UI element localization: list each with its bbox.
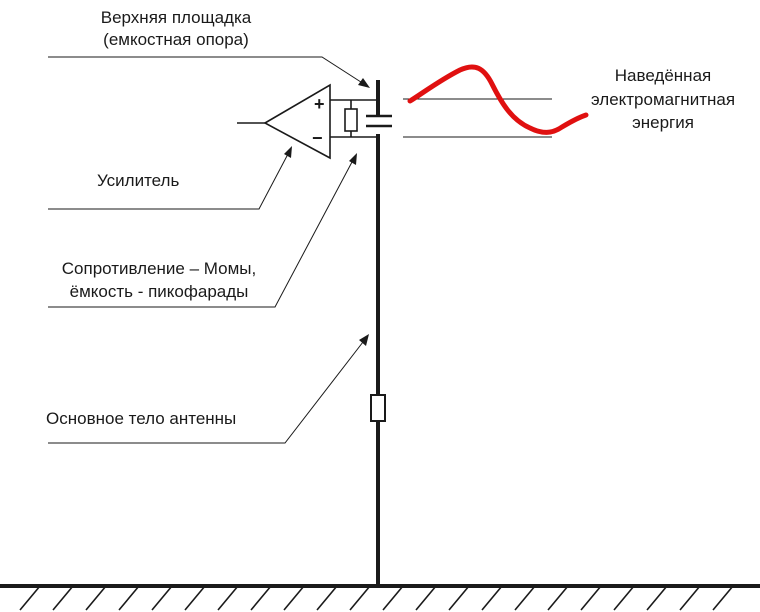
ground-hatch-mark xyxy=(415,585,437,611)
label-resistance-line1: Сопротивление – Момы, xyxy=(62,259,256,278)
arrowhead-resistance xyxy=(349,153,357,165)
leader-top-platform xyxy=(48,56,365,85)
ground-hatch-mark xyxy=(85,585,107,611)
label-top-platform-line1: Верхняя площадка xyxy=(101,8,252,27)
label-induced-energy: Наведённая электромагнитная энергия xyxy=(591,66,735,132)
arrowhead-amplifier xyxy=(284,146,292,158)
label-top-platform: Верхняя площадка (емкостная опора) xyxy=(101,8,252,49)
leader-amplifier xyxy=(48,153,289,210)
ground-hatch-mark xyxy=(184,585,206,611)
ground-hatch-mark xyxy=(448,585,470,611)
ground xyxy=(0,584,760,611)
wiring xyxy=(237,99,378,138)
ground-hatch-mark xyxy=(712,585,734,611)
ground-hatch-mark xyxy=(679,585,701,611)
ground-hatch-mark xyxy=(547,585,569,611)
ground-hatch-mark xyxy=(250,585,272,611)
ground-hatch-mark xyxy=(580,585,602,611)
mast-resistor xyxy=(370,394,386,422)
label-induced-energy-line2: электромагнитная xyxy=(591,90,735,109)
label-resistance: Сопротивление – Момы, ёмкость - пикофара… xyxy=(62,259,256,301)
capacitor xyxy=(366,114,392,128)
ground-hatching xyxy=(19,585,734,611)
ground-hatch-mark xyxy=(151,585,173,611)
amplifier-plus-sign: + xyxy=(314,94,325,114)
amplifier: + − xyxy=(263,83,331,160)
label-antenna-body: Основное тело антенны xyxy=(46,409,236,428)
leader-resistance xyxy=(48,161,353,308)
antenna-mast xyxy=(370,80,386,586)
ground-hatch-mark xyxy=(283,585,305,611)
ground-hatch-mark xyxy=(19,585,41,611)
label-resistance-line2: ёмкость - пикофарады xyxy=(70,282,249,301)
ground-hatch-mark xyxy=(316,585,338,611)
ground-hatch-mark xyxy=(217,585,239,611)
label-induced-energy-line1: Наведённая xyxy=(615,66,711,85)
ground-hatch-mark xyxy=(52,585,74,611)
label-top-platform-line2: (емкостная опора) xyxy=(103,30,249,49)
ground-hatch-mark xyxy=(481,585,503,611)
ground-hatch-mark xyxy=(646,585,668,611)
ground-hatch-mark xyxy=(514,585,536,611)
input-resistor xyxy=(344,108,358,132)
amplifier-triangle xyxy=(263,83,331,160)
label-amplifier: Усилитель xyxy=(97,171,179,190)
label-induced-energy-line3: энергия xyxy=(632,113,694,132)
ground-hatch-mark xyxy=(349,585,371,611)
induced-wave xyxy=(407,64,589,135)
arrowhead-top-platform xyxy=(358,78,370,88)
ground-hatch-mark xyxy=(382,585,404,611)
amplifier-minus-sign: − xyxy=(312,128,323,148)
leader-antenna-body xyxy=(48,341,364,444)
ground-hatch-mark xyxy=(118,585,140,611)
arrowhead-antenna-body xyxy=(359,334,369,346)
ground-hatch-mark xyxy=(613,585,635,611)
